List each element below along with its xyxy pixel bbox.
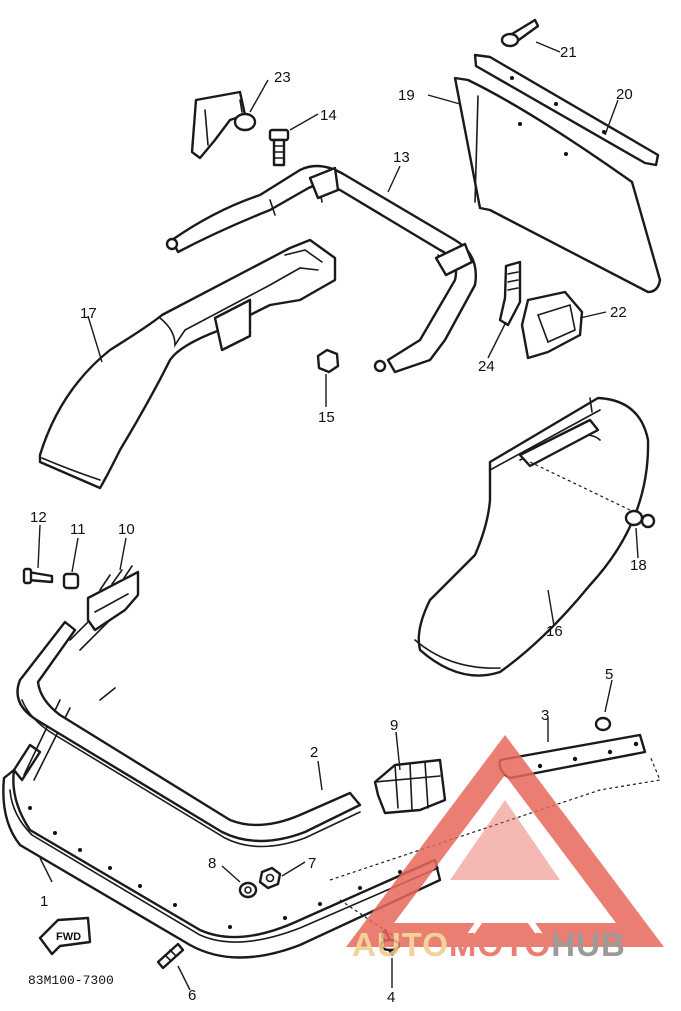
fwd-label: FWD — [56, 931, 81, 943]
part-16-right-cover — [414, 396, 650, 677]
callout-12: 12 — [30, 509, 47, 526]
callout-18: 18 — [630, 557, 647, 574]
callout-15: 15 — [318, 409, 335, 426]
callout-20: 20 — [616, 86, 633, 103]
callout-5: 5 — [605, 666, 613, 683]
watermark-triangle-icon — [346, 735, 664, 947]
bumper-holes — [28, 806, 402, 929]
callout-19: 19 — [398, 87, 415, 104]
part-6-bolt — [156, 942, 185, 970]
callout-17: 17 — [80, 305, 97, 322]
callout-3: 3 — [541, 707, 549, 724]
watermark-word-moto: MOTO — [449, 926, 551, 963]
callout-7: 7 — [308, 855, 316, 872]
callout-22: 22 — [610, 304, 627, 321]
leader-lines — [37, 41, 639, 991]
callout-11: 11 — [70, 521, 86, 538]
part-20-flap-plate — [473, 53, 660, 167]
callout-8: 8 — [208, 855, 216, 872]
part-17-left-cover — [38, 238, 337, 490]
callout-13: 13 — [393, 149, 410, 166]
watermark-word-auto: AUTO — [352, 926, 449, 963]
callout-10: 10 — [118, 521, 135, 538]
callout-24: 24 — [478, 358, 495, 375]
callout-21: 21 — [560, 44, 577, 61]
part-15-nut — [316, 348, 340, 374]
part-code: 83M100-7300 — [28, 973, 114, 988]
watermark-word-hub: HUB — [551, 926, 626, 963]
watermark-logo: AUTOMOTOHUB — [346, 735, 664, 963]
part-12-bolt — [22, 567, 54, 585]
callout-4: 4 — [387, 989, 395, 1006]
callout-14: 14 — [320, 107, 337, 124]
part-21-screw — [500, 18, 540, 48]
part-11-collar — [62, 572, 80, 590]
part-7-nut — [258, 866, 282, 890]
part-5-nut — [594, 716, 612, 732]
callout-2: 2 — [310, 744, 318, 761]
part-9-damper — [373, 758, 447, 815]
svg-text:AUTOMOTOHUB: AUTOMOTOHUB — [352, 926, 626, 963]
part-18-grommet — [624, 509, 656, 529]
callout-1: 1 — [40, 893, 48, 910]
callout-23: 23 — [274, 69, 291, 86]
forward-direction-arrow: FWD — [38, 916, 92, 956]
part-22-reflector — [520, 290, 584, 360]
part-14-bolt — [268, 128, 290, 167]
part-10-clip — [86, 565, 140, 632]
part-23-bracket — [190, 90, 257, 160]
callout-9: 9 — [390, 717, 398, 734]
part-13-frame-stay — [165, 164, 477, 374]
callout-numbers: 1 2 3 4 5 6 7 8 9 10 11 12 13 14 15 16 1… — [30, 44, 647, 1006]
part-8-washer — [238, 881, 258, 899]
part-2-bumper-rail — [16, 599, 362, 848]
callout-16: 16 — [546, 623, 563, 640]
callout-6: 6 — [188, 987, 196, 1004]
assembly-guides — [329, 461, 661, 936]
part-24-fastener — [498, 260, 522, 327]
part-19-mud-flap — [453, 76, 662, 294]
